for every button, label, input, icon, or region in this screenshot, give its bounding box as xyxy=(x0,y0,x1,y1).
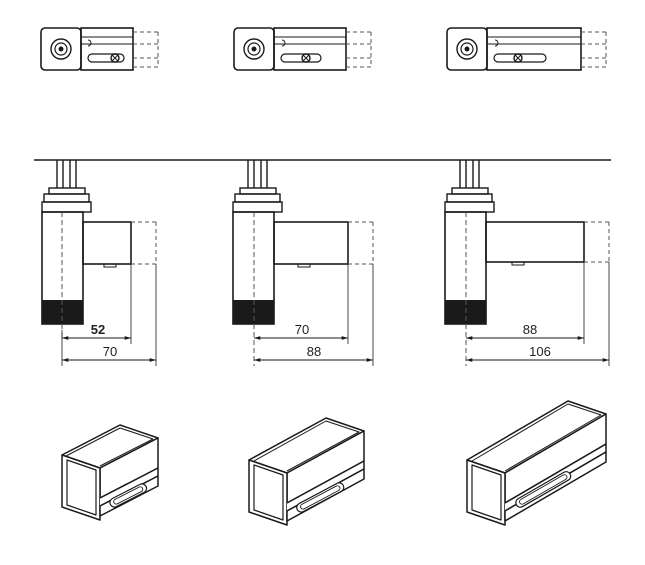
side-view-3: 88 106 xyxy=(444,160,610,366)
side-view-1: 52 70 xyxy=(41,160,157,366)
slot xyxy=(87,53,125,63)
bracket-side xyxy=(273,221,349,265)
screw-icon xyxy=(301,53,311,63)
dimension-inner-1: 52 xyxy=(91,322,105,337)
top-view-bracket xyxy=(80,27,134,71)
knob-center xyxy=(58,46,64,52)
bracket-3d-1 xyxy=(61,424,159,521)
dimension-inner-3: 88 xyxy=(523,322,537,337)
bracket-slot xyxy=(109,483,148,508)
side-view-2: 70 88 xyxy=(232,160,374,366)
bracket-slot xyxy=(296,482,345,513)
dimension-outer-2: 88 xyxy=(307,344,321,359)
bracket-slot xyxy=(515,471,572,508)
top-view-1 xyxy=(40,27,159,71)
bracket-side xyxy=(485,221,585,263)
knob-outer-ring xyxy=(50,38,72,60)
dimension-outer-3: 106 xyxy=(529,344,551,359)
top-view-3 xyxy=(446,27,607,71)
top-view-2 xyxy=(233,27,372,71)
screw-icon xyxy=(110,53,120,63)
bracket-side xyxy=(82,221,132,265)
knob-inner-ring xyxy=(54,42,68,56)
bracket-3d-2 xyxy=(248,417,365,526)
screw-icon xyxy=(513,53,523,63)
dimension-inner-2: 70 xyxy=(295,322,309,337)
bracket-3d-3 xyxy=(466,400,607,526)
dimension-outer-1: 70 xyxy=(103,344,117,359)
